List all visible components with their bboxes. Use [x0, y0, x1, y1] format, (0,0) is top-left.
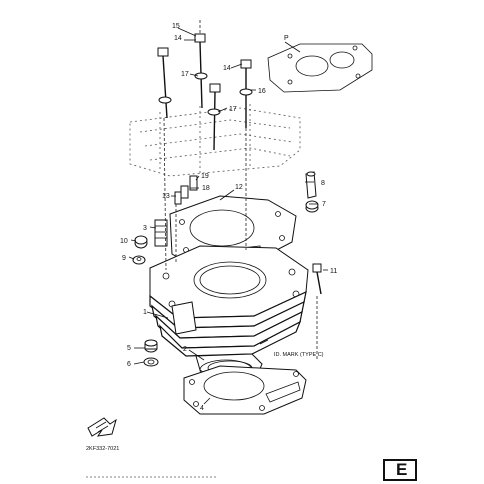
label-14-right: 14 [223, 65, 231, 72]
label-6: 6 [127, 361, 131, 368]
base-gasket [183, 365, 307, 415]
section-letter: E [396, 460, 408, 479]
label-2: 2 [183, 346, 187, 353]
small-dowel-and-oring [143, 339, 159, 367]
cylinder-block [149, 245, 309, 381]
dowel-pins [174, 175, 198, 205]
label-17-right: 17 [229, 106, 237, 113]
part-labels: 15 14 17 14 16 17 P 19 18 13 12 8 7 3 10… [86, 23, 337, 452]
forward-arrow-icon [87, 417, 117, 437]
inset-head-gasket [267, 41, 373, 93]
id-mark-note: ID. MARK (TYPE C) [274, 352, 324, 358]
bolt-11 [312, 263, 322, 295]
label-5: 5 [127, 345, 131, 352]
ghost-cylinder-head [129, 104, 301, 177]
label-inset-p: P [284, 35, 289, 42]
label-10: 10 [120, 238, 128, 245]
stud-and-washer [305, 171, 319, 213]
drawing-code: 2KF332-7021 [86, 446, 119, 452]
label-16: 16 [258, 88, 266, 95]
label-12: 12 [235, 184, 243, 191]
label-19: 19 [201, 173, 209, 180]
label-9: 9 [122, 255, 126, 262]
label-11: 11 [330, 268, 337, 275]
label-17-left: 17 [181, 71, 189, 78]
label-8: 8 [321, 180, 325, 187]
label-13: 13 [162, 193, 170, 200]
leader-lines [128, 20, 328, 405]
label-1: 1 [143, 309, 147, 316]
label-4: 4 [200, 405, 204, 412]
head-bolts [157, 33, 253, 151]
illegible-footer-text [86, 466, 216, 478]
label-15: 15 [172, 23, 180, 30]
left-side-parts [132, 219, 168, 265]
label-18: 18 [202, 185, 210, 192]
label-3: 3 [143, 225, 147, 232]
label-14-top: 14 [174, 35, 182, 42]
label-7: 7 [322, 201, 326, 208]
section-marker-box [383, 459, 417, 481]
